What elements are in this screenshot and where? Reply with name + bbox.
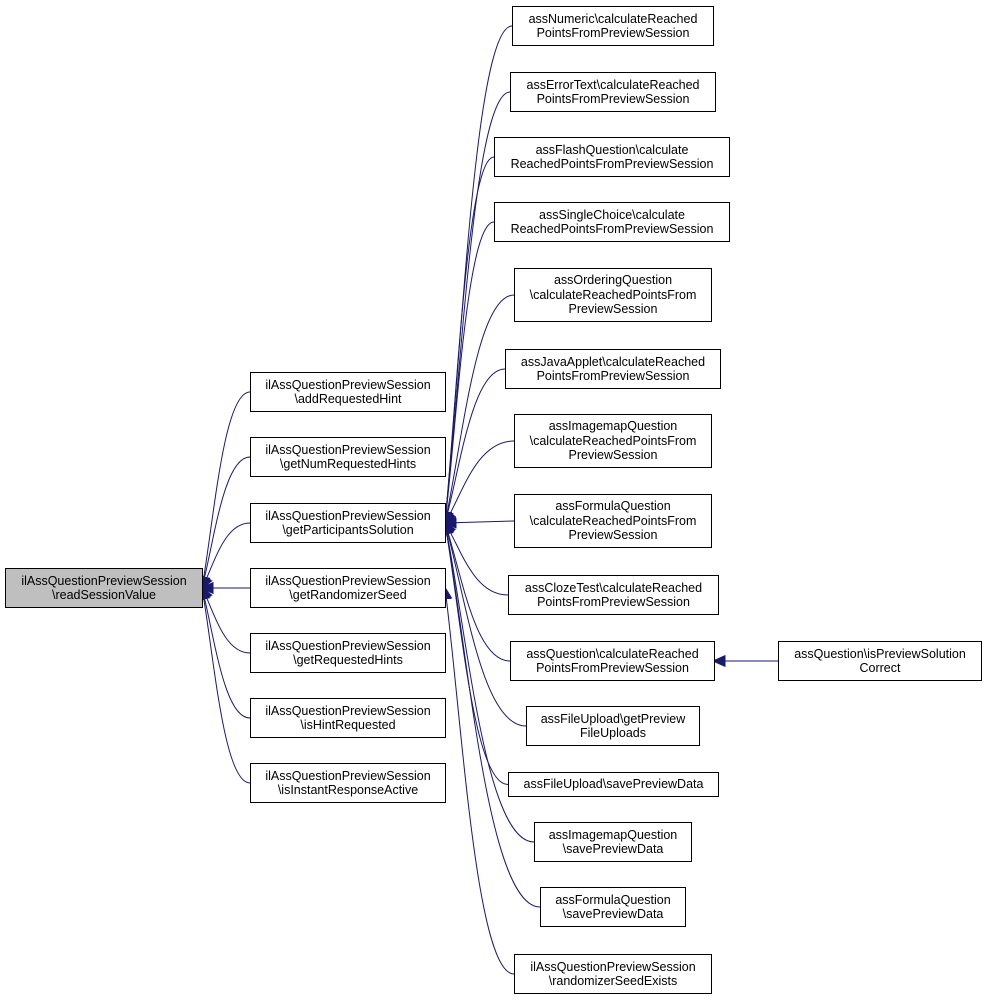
edge-layer	[202, 25, 778, 975]
node-ordering[interactable]: assOrderingQuestion\calculateReachedPoin…	[514, 268, 712, 322]
edge-imagemap-to-getParticipantsSolution	[445, 440, 515, 523]
node-getParticipantsSolution[interactable]: ilAssQuestionPreviewSession\getParticipa…	[250, 503, 446, 543]
node-label-line: assNumeric\calculateReached	[528, 11, 698, 26]
node-imagemap[interactable]: assImagemapQuestion\calculateReachedPoin…	[514, 414, 712, 468]
node-label-line: assErrorText\calculateReached	[526, 77, 700, 92]
node-label-line: PointsFromPreviewSession	[536, 661, 689, 675]
edge-formula_save-to-getParticipantsSolution	[445, 523, 541, 908]
edge-question-to-getParticipantsSolution	[445, 523, 511, 662]
node-label-line: ilAssQuestionPreviewSession	[265, 508, 431, 523]
node-isHintRequested[interactable]: ilAssQuestionPreviewSession\isHintReques…	[250, 698, 446, 738]
node-getRequestedHints[interactable]: ilAssQuestionPreviewSession\getRequested…	[250, 633, 446, 673]
node-label-line: assJavaApplet\calculateReached	[520, 354, 706, 369]
node-label-line: ReachedPointsFromPreviewSession	[510, 157, 714, 171]
node-label-line: ilAssQuestionPreviewSession	[265, 377, 431, 392]
node-label-line: PreviewSession	[568, 448, 658, 463]
node-formula_save[interactable]: assFormulaQuestion\savePreviewData	[540, 887, 686, 927]
node-label-line: assImagemapQuestion	[548, 419, 678, 434]
edge-fileupload_get-to-getParticipantsSolution	[445, 523, 527, 727]
node-readSessionValue[interactable]: ilAssQuestionPreviewSession\readSessionV…	[5, 568, 203, 608]
node-label-line: PointsFromPreviewSession	[537, 595, 690, 609]
node-label-line: \isHintRequested	[300, 718, 396, 732]
node-label-line: assFlashQuestion\calculate	[535, 142, 689, 157]
node-getNumRequestedHints[interactable]: ilAssQuestionPreviewSession\getNumReques…	[250, 437, 446, 477]
node-label-line: \calculateReachedPointsFrom	[529, 513, 697, 528]
node-label-line: PointsFromPreviewSession	[536, 92, 690, 106]
edge-flash-to-getParticipantsSolution	[445, 156, 495, 523]
edge-imagemap_save-to-getParticipantsSolution	[445, 523, 535, 843]
edge-numeric-to-getParticipantsSolution	[445, 25, 513, 523]
node-label-line: assQuestion\calculateReached	[526, 646, 699, 661]
node-label-line: ilAssQuestionPreviewSession	[265, 703, 431, 718]
node-label-line: assOrderingQuestion	[553, 273, 673, 288]
node-label-line: \getNumRequestedHints	[279, 457, 417, 471]
node-label-line: \calculateReachedPointsFrom	[529, 287, 697, 302]
node-label-line: ilAssQuestionPreviewSession	[265, 638, 431, 653]
edge-isInstantResponseActive-to-readSessionValue	[202, 588, 251, 784]
node-label-line: \getParticipantsSolution	[282, 523, 414, 537]
node-label-line: \readSessionValue	[51, 588, 156, 602]
edge-isHintRequested-to-readSessionValue	[202, 588, 251, 719]
node-label-line: assFileUpload\getPreview	[540, 711, 686, 726]
edge-addRequestedHint-to-readSessionValue	[202, 391, 251, 588]
node-label-line: \savePreviewData	[562, 907, 664, 921]
node-addRequestedHint[interactable]: ilAssQuestionPreviewSession\addRequested…	[250, 372, 446, 412]
node-formula[interactable]: assFormulaQuestion\calculateReachedPoint…	[514, 494, 712, 548]
node-label-line: assFormulaQuestion	[555, 892, 671, 907]
node-label-line: \getRandomizerSeed	[289, 588, 407, 602]
node-getRandomizerSeed[interactable]: ilAssQuestionPreviewSession\getRandomize…	[250, 568, 446, 608]
node-fileupload_save[interactable]: assFileUpload\savePreviewData	[508, 772, 719, 797]
node-seedExists[interactable]: ilAssQuestionPreviewSession\randomizerSe…	[514, 954, 712, 994]
node-label-line: PointsFromPreviewSession	[536, 26, 690, 40]
node-label-line: ilAssQuestionPreviewSession	[265, 442, 431, 457]
edge-ordering-to-getParticipantsSolution	[445, 294, 515, 523]
node-label-line: \isInstantResponseActive	[277, 783, 419, 797]
node-label-line: PointsFromPreviewSession	[536, 369, 690, 383]
node-label-line: \savePreviewData	[562, 842, 664, 856]
edge-javaapplet-to-getParticipantsSolution	[445, 368, 506, 523]
node-label-line: ilAssQuestionPreviewSession	[21, 573, 187, 588]
node-label-line: assFormulaQuestion	[555, 499, 671, 514]
node-label-line: ReachedPointsFromPreviewSession	[510, 222, 714, 236]
node-label-line: PreviewSession	[568, 528, 658, 543]
node-label-line: PreviewSession	[568, 302, 658, 317]
node-label-line: ilAssQuestionPreviewSession	[265, 573, 431, 588]
node-label-line: ilAssQuestionPreviewSession	[530, 959, 696, 974]
edge-getNumRequestedHints-to-readSessionValue	[202, 456, 251, 588]
edge-formula-to-getParticipantsSolution	[445, 521, 515, 523]
edge-seedExists-to-getRandomizerSeed	[445, 588, 515, 975]
node-label-line: \randomizerSeedExists	[548, 974, 678, 988]
node-label-line: ilAssQuestionPreviewSession	[265, 768, 431, 783]
node-label-line: \calculateReachedPointsFrom	[529, 433, 697, 448]
node-label-line: assSingleChoice\calculate	[539, 207, 685, 222]
node-label-line: \getRequestedHints	[293, 653, 403, 667]
node-label-line: assFileUpload\savePreviewData	[523, 777, 704, 792]
node-imagemap_save[interactable]: assImagemapQuestion\savePreviewData	[534, 822, 692, 862]
node-label-line: \addRequestedHint	[294, 392, 402, 406]
node-label-line: assQuestion\isPreviewSolution	[794, 646, 966, 661]
node-label-line: FileUploads	[579, 726, 646, 740]
node-isInstantResponseActive[interactable]: ilAssQuestionPreviewSession\isInstantRes…	[250, 763, 446, 803]
node-label-line: assImagemapQuestion	[548, 827, 678, 842]
edge-getParticipantsSolution-to-readSessionValue	[202, 522, 251, 588]
node-label-line: assClozeTest\calculateReached	[524, 580, 703, 595]
edge-singlechoice-to-getParticipantsSolution	[445, 221, 495, 523]
node-label-line: Correct	[859, 661, 901, 675]
